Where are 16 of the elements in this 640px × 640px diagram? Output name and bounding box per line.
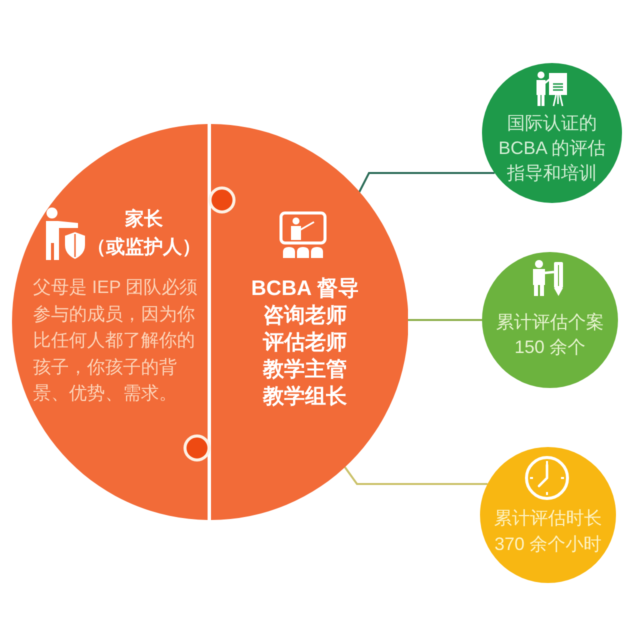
- info-text: 累计评估个案150 余个: [495, 310, 605, 358]
- info-circle: [480, 447, 616, 583]
- role-label: 咨询老师: [262, 302, 348, 328]
- role-label: 评估老师: [262, 330, 348, 356]
- connector-line: [408, 319, 482, 321]
- info-circle: [482, 252, 618, 388]
- role-label: 教学组长: [262, 384, 348, 410]
- info-text: 国际认证的BCBA 的评估指导和培训: [497, 112, 607, 184]
- connector-line: [358, 172, 495, 192]
- heading: 家长（或监护人）: [86, 208, 202, 260]
- role-label: BCBA 督导: [250, 276, 360, 302]
- role-label: 教学主管: [262, 356, 348, 382]
- connector-line: [344, 466, 488, 485]
- info-text: 累计评估时长370 余个小时: [493, 507, 603, 556]
- description: 父母是 IEP 团队必须参与的成员，因为你比任何人都了解你的孩子，你孩子的背景、优势、需求。: [33, 276, 199, 405]
- info-circle: [482, 63, 622, 203]
